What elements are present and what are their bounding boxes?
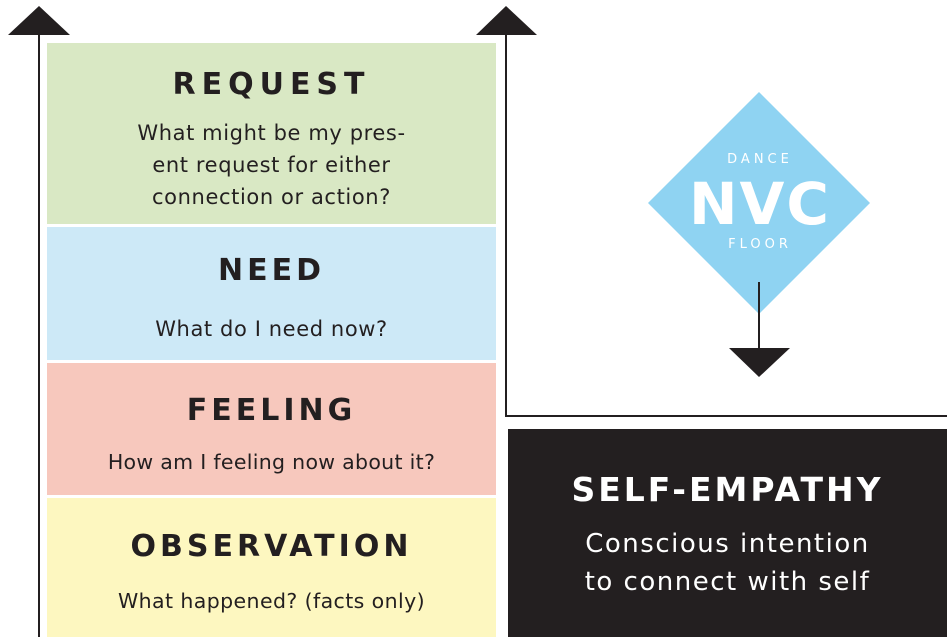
observation-box: OBSERVATION What happened? (facts only) (47, 498, 496, 637)
down-arrow-head-icon (729, 348, 790, 377)
observation-text: What happened? (facts only) (117, 589, 426, 613)
need-box: NEED What do I need now? (47, 227, 496, 360)
self-empathy-box: SELF-EMPATHY Conscious intention to conn… (508, 429, 947, 637)
self-empathy-title: SELF-EMPATHY (571, 470, 884, 509)
request-text: What might be my pres- ent request for e… (47, 117, 496, 213)
feeling-box: FEELING How am I feeling now about it? (47, 363, 496, 495)
self-empathy-line-2: to connect with self (584, 567, 871, 597)
nvc-logo-diamond (648, 92, 870, 314)
request-line-1: What might be my pres- (137, 121, 406, 145)
self-empathy-text: Conscious intention to connect with self (508, 525, 947, 601)
feeling-title: FEELING (186, 393, 357, 428)
observation-title: OBSERVATION (130, 529, 413, 564)
request-line-3: connection or action? (152, 185, 391, 209)
middle-arrow-head-icon (476, 6, 537, 35)
request-title: REQUEST (172, 67, 371, 102)
request-line-2: ent request for either (152, 153, 391, 177)
need-text: What do I need now? (155, 317, 388, 341)
request-box: REQUEST What might be my pres- ent reque… (47, 43, 496, 224)
need-title: NEED (218, 253, 325, 288)
left-arrow-head-icon (8, 6, 70, 35)
feeling-text: How am I feeling now about it? (107, 450, 436, 474)
self-empathy-line-1: Conscious intention (585, 529, 870, 559)
